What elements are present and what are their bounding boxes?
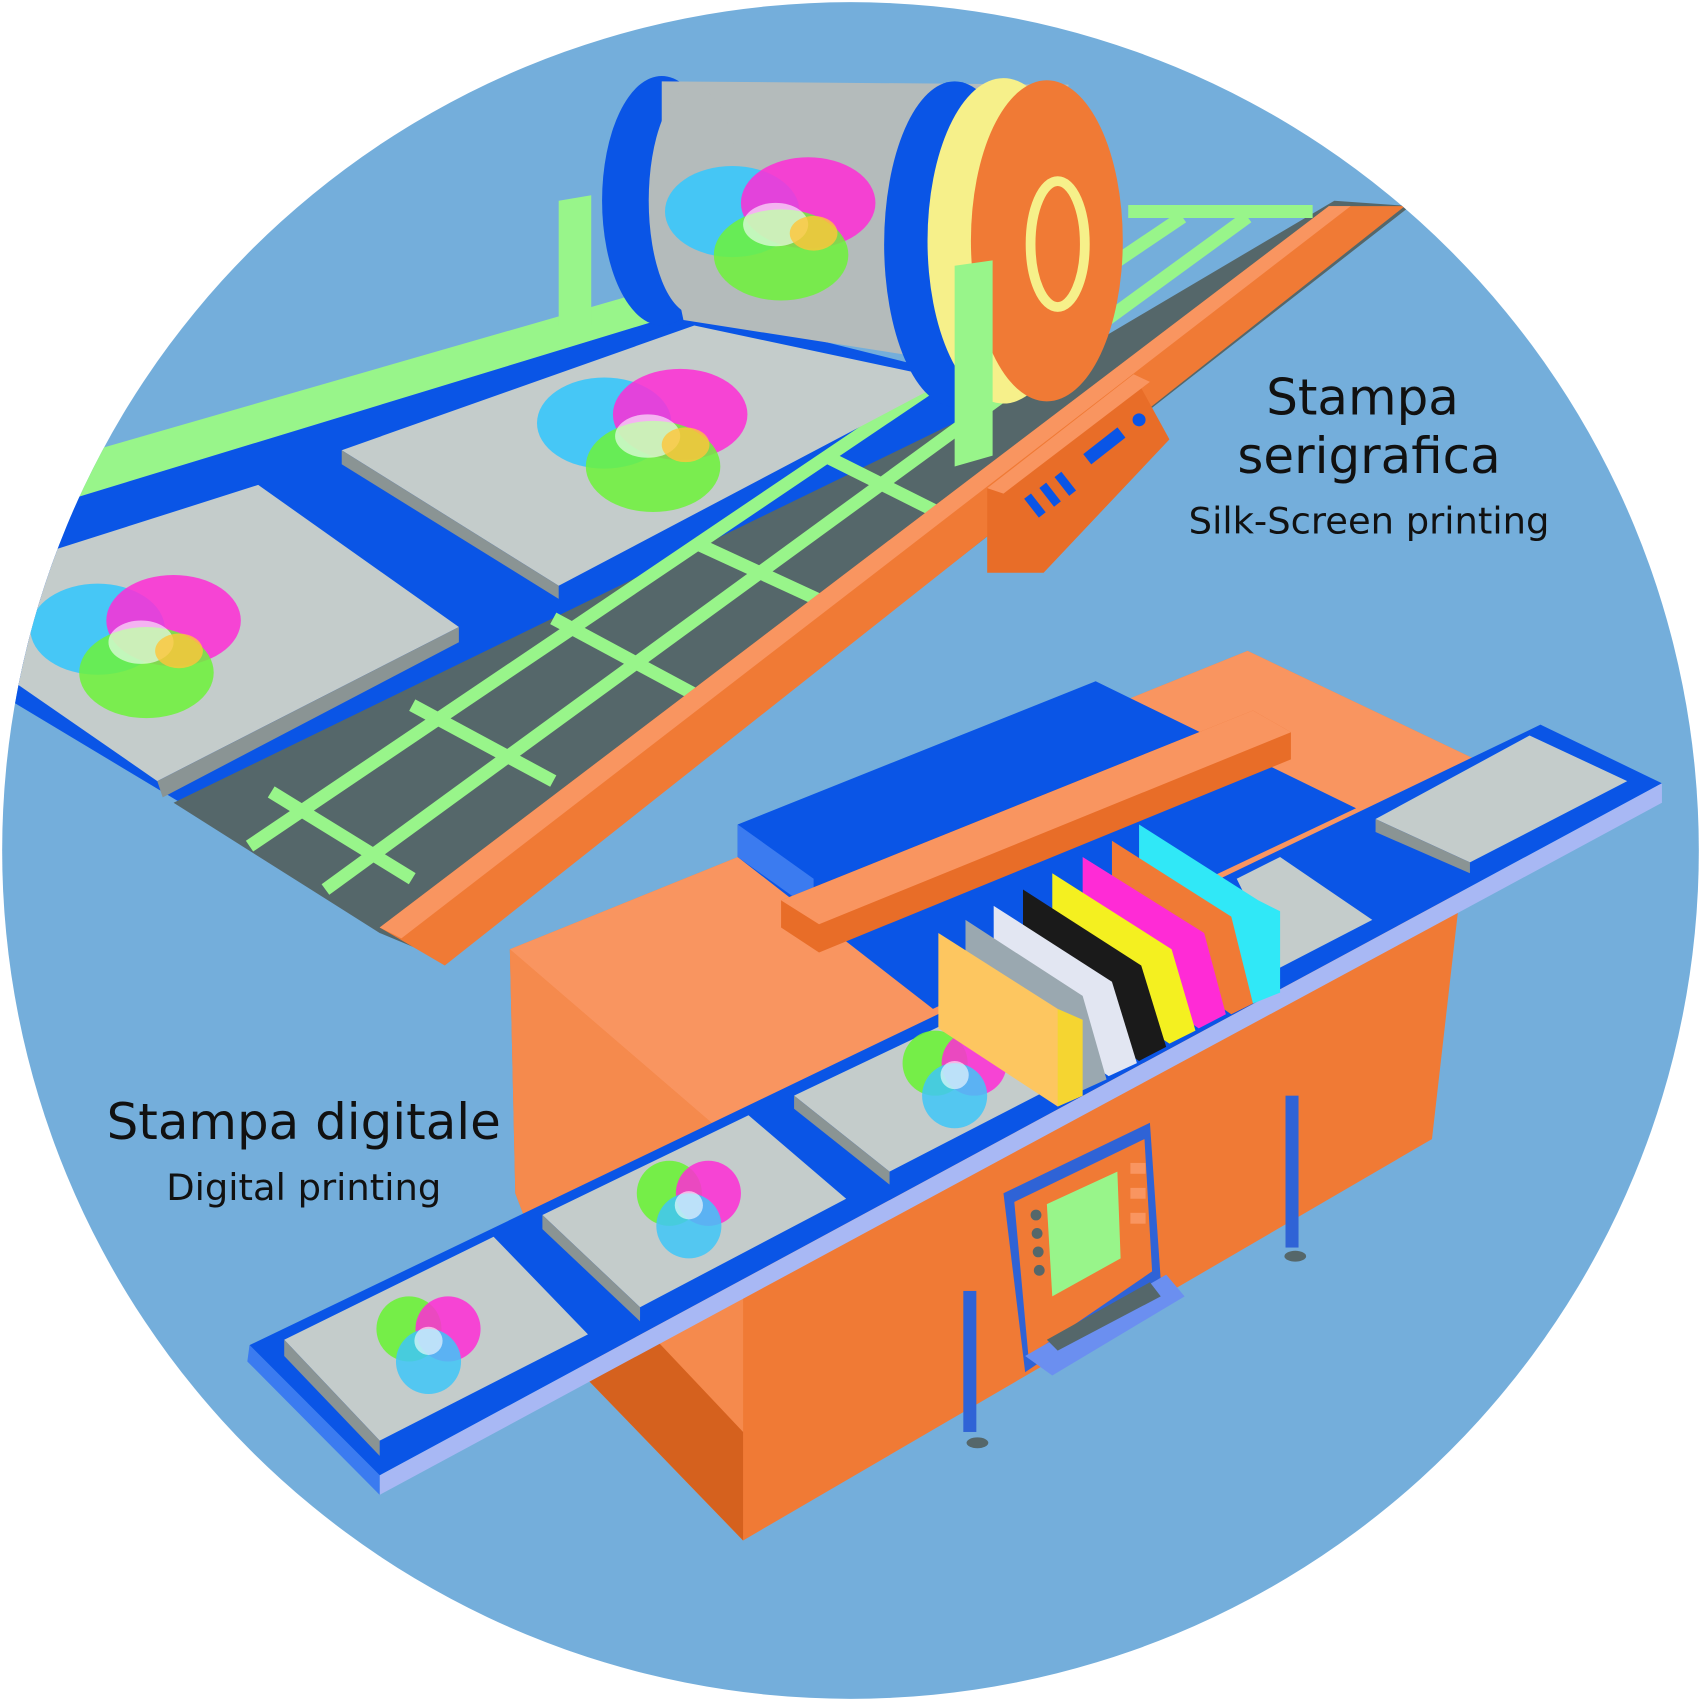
silk-title-line2: serigrafica xyxy=(1237,427,1500,485)
digital-title: Stampa digitale xyxy=(107,1093,501,1151)
silk-sheet xyxy=(341,325,950,599)
screen-roller xyxy=(558,75,1123,467)
silk-subtitle: Silk-Screen printing xyxy=(1189,500,1550,543)
silk-control-panel xyxy=(987,374,1170,573)
silk-title-line1: Stampa xyxy=(1266,368,1459,426)
silk-sheet xyxy=(16,484,459,798)
digital-control-panel xyxy=(1003,1122,1185,1376)
digital-sheet xyxy=(542,1115,847,1322)
digital-sheet xyxy=(1375,735,1628,874)
ink-cartridges xyxy=(938,824,1281,1107)
digital-subtitle: Digital printing xyxy=(166,1166,441,1209)
digital-sheet xyxy=(284,1236,588,1456)
